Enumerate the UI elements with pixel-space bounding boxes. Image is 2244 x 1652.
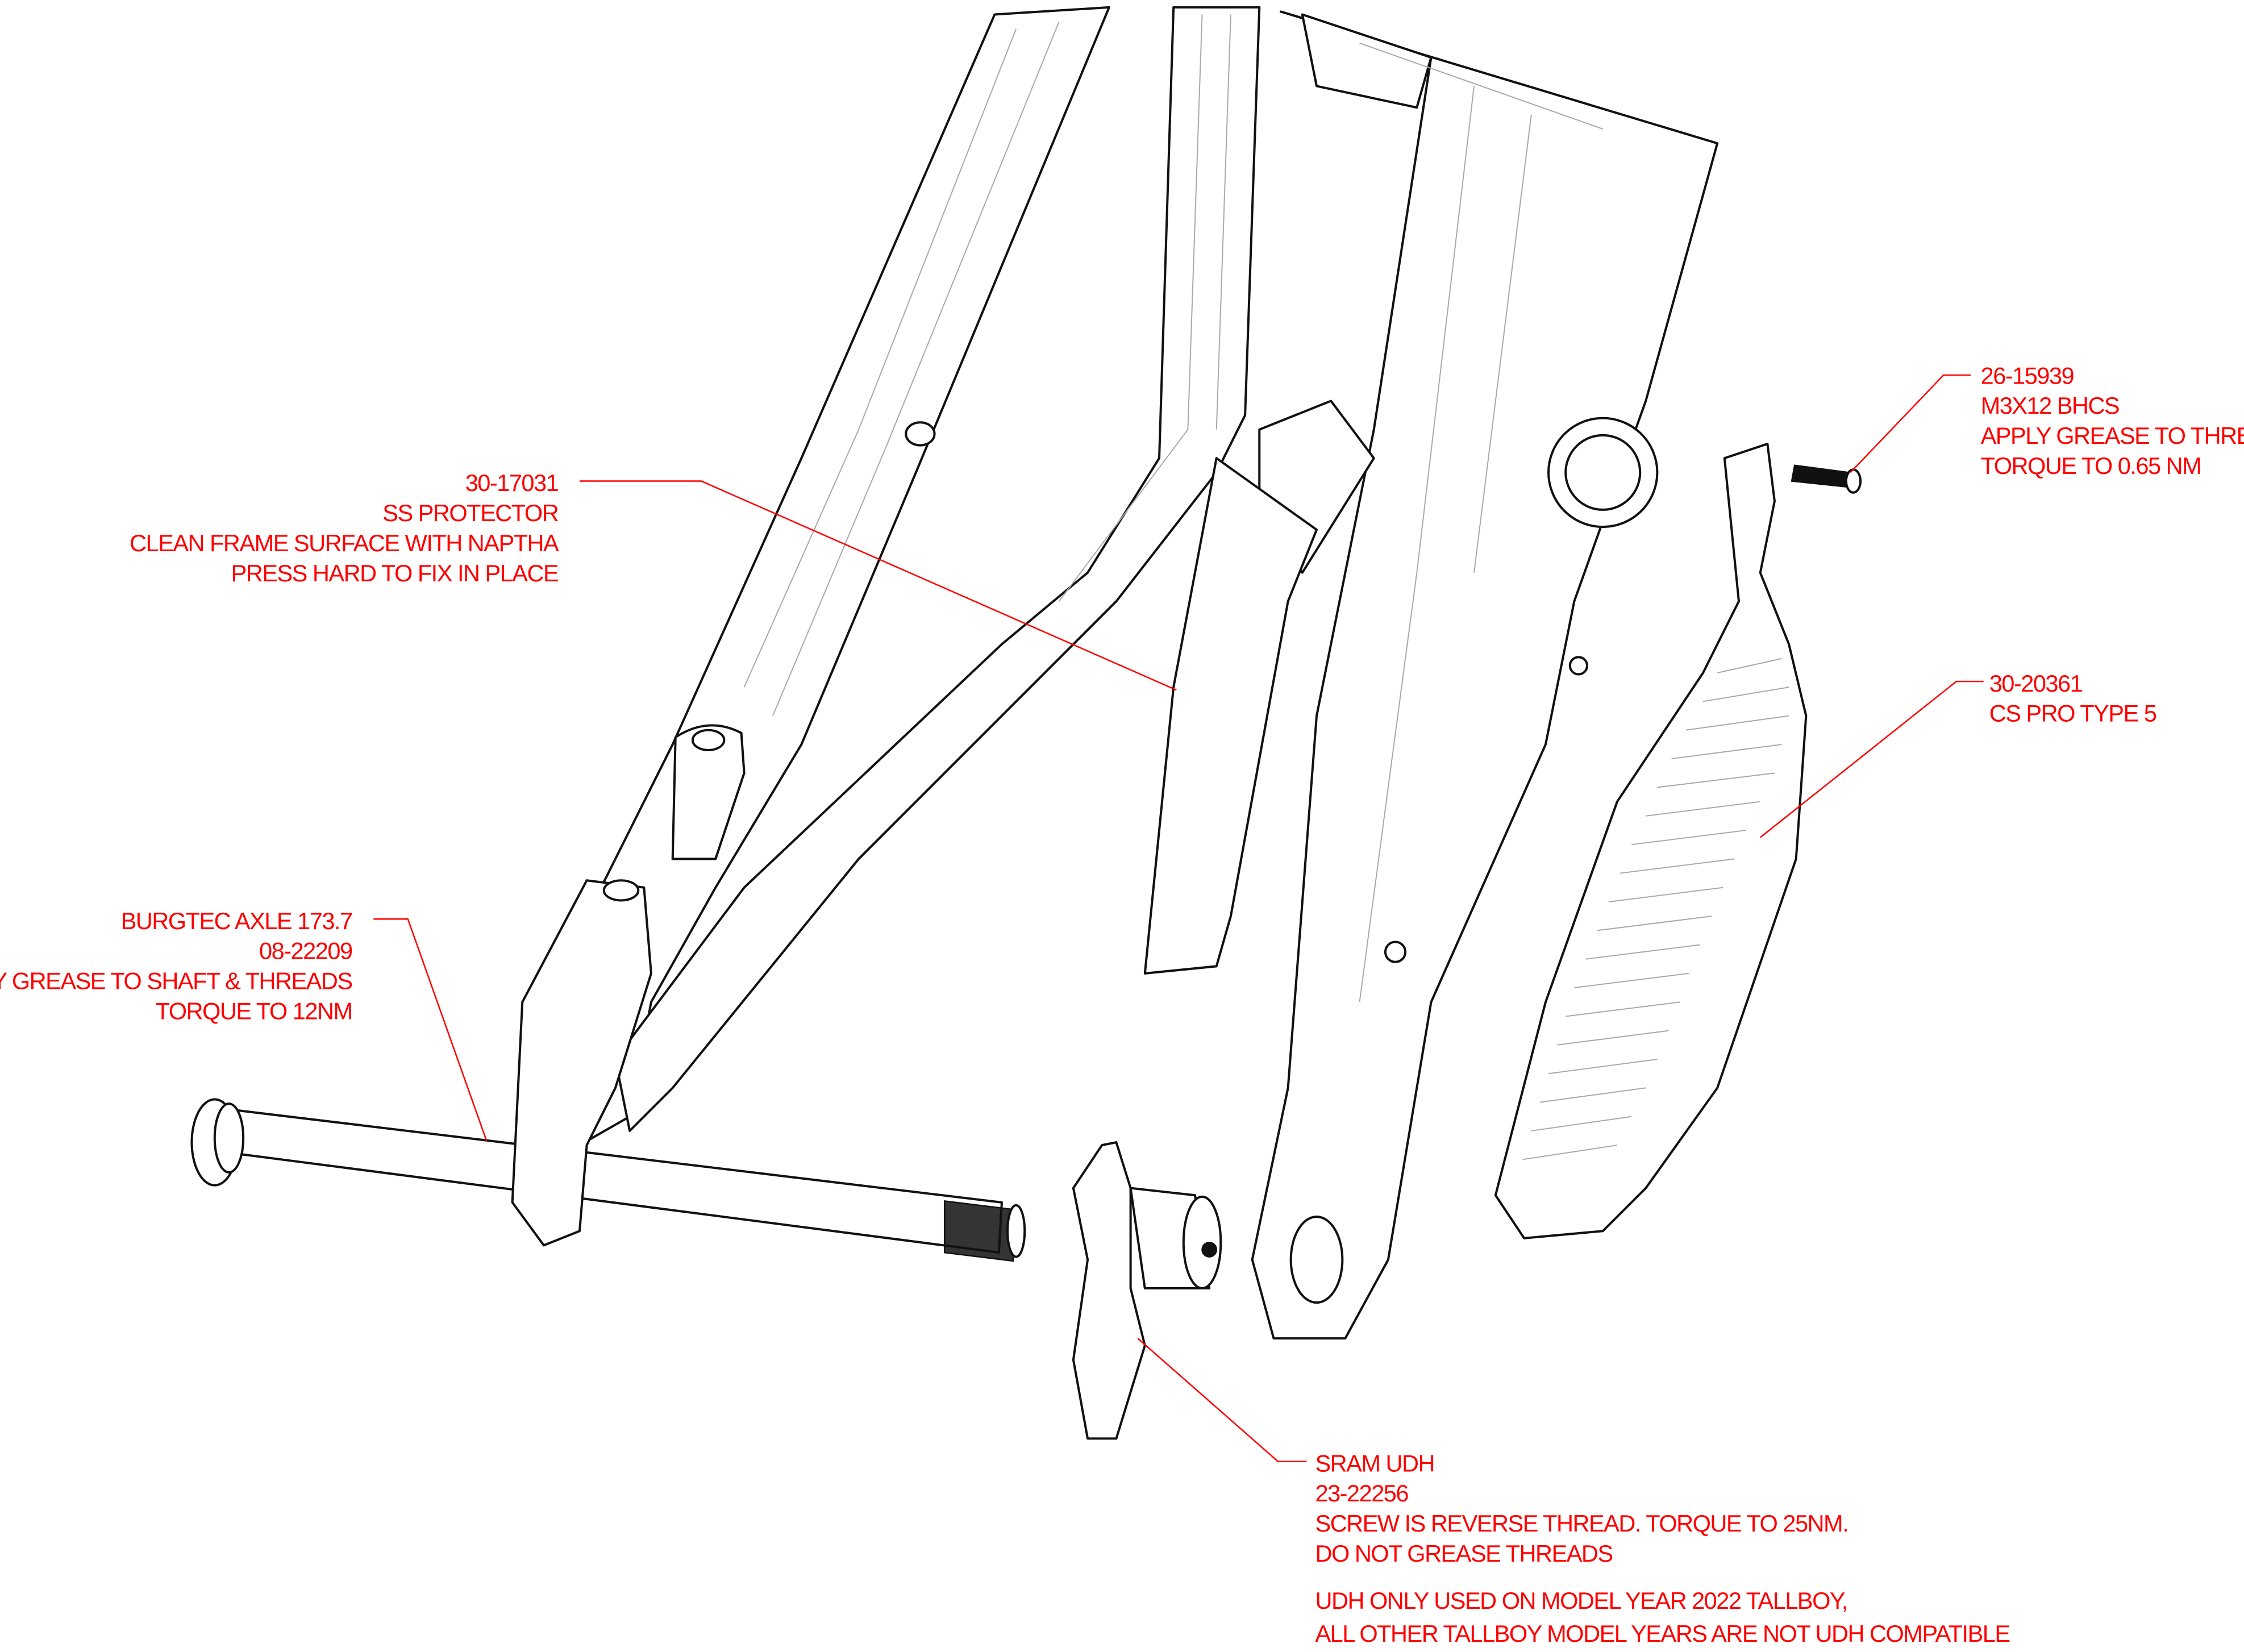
dropout-left [511,879,652,1247]
axle-part [190,1098,1026,1262]
part-name: BURGTEC AXLE 173.7 [121,908,352,934]
note: PRESS HARD TO FIX IN PLACE [231,560,559,586]
note: APPLY GREASE TO SHAFT & THREADS [0,968,352,994]
leader-cs-protector [1759,680,1984,838]
udh-part [1072,1141,1222,1440]
part-number: 26-15939 [1981,362,2074,389]
part-name: SRAM UDH [1315,1450,1434,1476]
leader-bolt [1850,374,1971,473]
callout-udh: SRAM UDH 23-22256 SCREW IS REVERSE THREA… [1315,1450,2010,1647]
bolt-part [1791,464,1862,494]
cs-protector-part [1494,443,1808,1239]
note: TORQUE TO 0.65 NM [1981,452,2201,479]
note: APPLY GREASE TO THREADS [1981,422,2244,449]
note: TORQUE TO 12NM [156,997,352,1024]
part-number: 30-20361 [1989,670,2083,697]
leader-axle [373,918,488,1141]
note: CLEAN FRAME SURFACE WITH NAPTHA [130,530,559,556]
callout-cs-protector: 30-20361 CS PRO TYPE 5 [1989,670,2158,727]
note: DO NOT GREASE THREADS [1315,1540,1612,1567]
ss-protector-part [1143,457,1318,975]
compatibility-note: UDH ONLY USED ON MODEL YEAR 2022 TALLBOY… [1315,1587,1847,1614]
leader-udh [1137,1338,1307,1462]
part-name: CS PRO TYPE 5 [1989,700,2156,727]
part-number: 30-17031 [465,469,559,496]
seat-stay-left [543,6,1110,1147]
part-number: 08-22209 [259,938,352,964]
callout-bolt: 26-15939 M3X12 BHCS APPLY GREASE TO THRE… [1981,362,2244,479]
part-name: M3X12 BHCS [1981,392,2120,419]
leader-lines [373,374,1984,1462]
part-number: 23-22256 [1315,1480,1408,1507]
callout-axle: BURGTEC AXLE 173.7 08-22209 APPLY GREASE… [0,908,353,1025]
part-name: SS PROTECTOR [382,500,558,526]
callout-ss-protector: 30-17031 SS PROTECTOR CLEAN FRAME SURFAC… [130,469,560,586]
seat-stay-right [614,6,1261,1132]
note: SCREW IS REVERSE THREAD. TORQUE TO 25NM. [1315,1510,1848,1537]
leader-ss-protector [579,480,1177,691]
compatibility-note: ALL OTHER TALLBOY MODEL YEARS ARE NOT UD… [1315,1620,2009,1647]
